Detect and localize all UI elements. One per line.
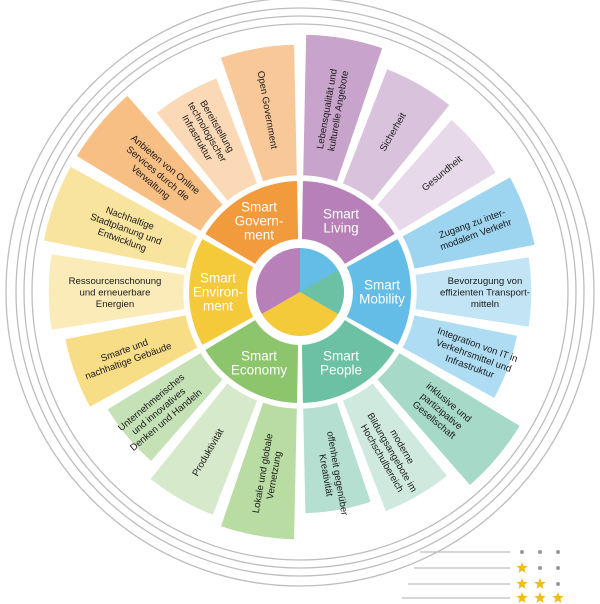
mobility-wedge-1: [400, 175, 537, 271]
title-line: Economy: [231, 363, 288, 378]
ring-4: [31, 23, 569, 561]
government-wedge-2: [154, 76, 260, 203]
dot-icon: [538, 550, 542, 554]
title-line: Smart: [323, 206, 359, 221]
title-line: Smart: [200, 271, 236, 286]
hub-slice-3: [256, 248, 300, 314]
star-icon: [516, 592, 528, 603]
government-wedge-1: [74, 93, 225, 233]
inner-segments: [187, 178, 413, 406]
mobility-wedge-3: [400, 313, 519, 400]
rating-legend: [402, 550, 564, 603]
item-line: Bevorzugung von: [448, 276, 523, 287]
star-icon: [516, 578, 528, 589]
ring-3: [23, 15, 577, 569]
title-line: Smart: [323, 349, 359, 364]
star-icon: [516, 562, 528, 573]
title-line: Environ-: [193, 285, 243, 300]
ring-2: [15, 7, 585, 577]
dot-icon: [556, 582, 560, 586]
people-wedge-3: [301, 400, 373, 515]
government-wedge-3: [219, 43, 299, 184]
center-hub: [248, 240, 352, 344]
environment-wedge-2: [47, 252, 187, 332]
dot-icon: [556, 550, 560, 554]
mobility-wedge-2: [413, 255, 533, 329]
title-line: Govern-: [235, 213, 284, 228]
economy-wedge-3: [105, 351, 225, 464]
dot-icon: [556, 566, 560, 570]
economy-wedge-1: [219, 400, 299, 541]
environment-wedge-1: [63, 313, 200, 409]
outer-wedges: [42, 33, 537, 541]
star-icon: [534, 592, 546, 603]
title-line: ment: [244, 227, 274, 242]
title-line: People: [320, 363, 362, 378]
economy-wedge-2: [148, 381, 260, 517]
ring-1: [5, 0, 595, 587]
living-wedge-2: [340, 67, 452, 203]
title-line: Smart: [241, 349, 277, 364]
dot-icon: [538, 566, 542, 570]
title-line: Mobility: [359, 292, 405, 307]
living-wedge-3: [375, 117, 498, 233]
item-line: Ressourcenschonung: [69, 276, 162, 287]
title-line: ment: [203, 299, 233, 314]
dot-icon: [520, 550, 524, 554]
hub-slice-people: [300, 270, 344, 314]
living-wedge-1: [301, 33, 385, 184]
title-line: Living: [323, 220, 358, 235]
item-line: effizienten Transport-: [440, 288, 530, 299]
title-line: Smart: [241, 199, 277, 214]
people-wedge-2: [340, 381, 449, 513]
item-line: mitteln: [471, 299, 499, 310]
star-icon: [552, 592, 564, 603]
star-icon: [534, 578, 546, 589]
people-wedge-1: [375, 351, 522, 488]
outer-rings: [5, 0, 595, 587]
item-line: und erneuerbare: [80, 288, 151, 299]
title-line: Smart: [364, 278, 400, 293]
environment-wedge-3: [42, 164, 200, 271]
item-line: Energien: [96, 299, 134, 310]
